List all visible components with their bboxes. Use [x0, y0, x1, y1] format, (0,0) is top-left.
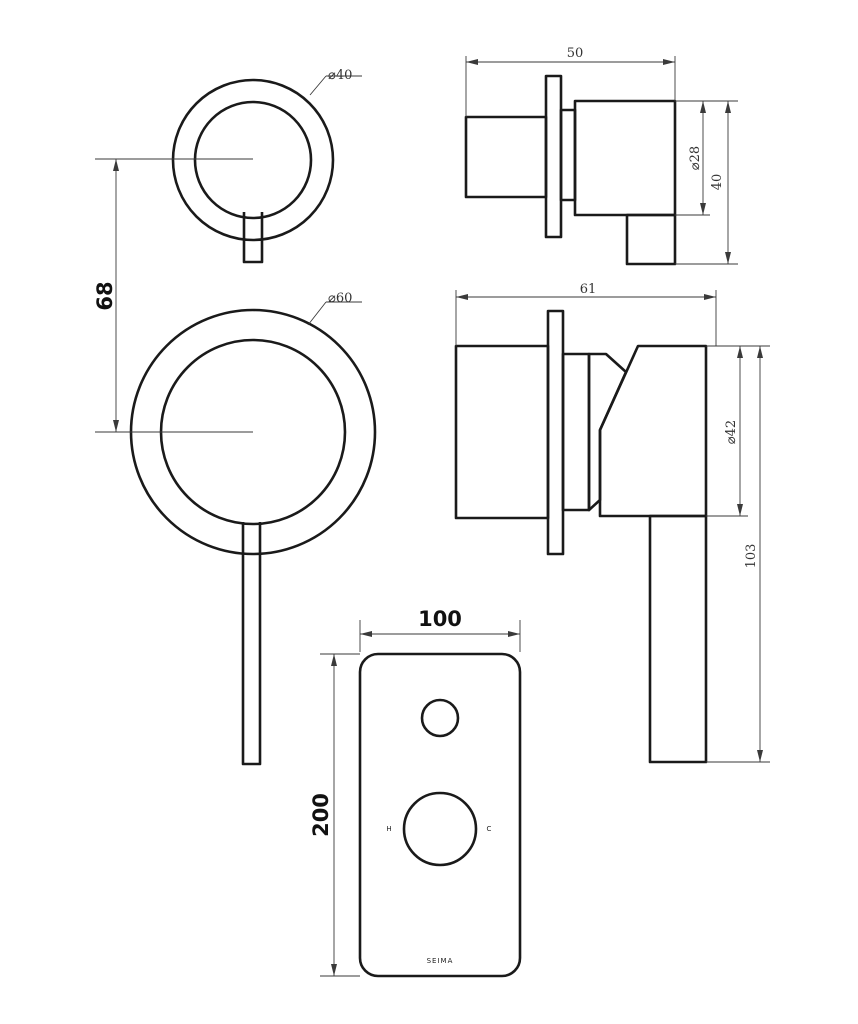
side-large-height-label: 103 [744, 544, 759, 569]
side-large-body [561, 352, 591, 512]
side-small-width-label: 50 [567, 46, 584, 61]
wall-plate [358, 652, 522, 978]
plate-height-label: 200 [309, 793, 333, 837]
side-large-back-block [454, 344, 550, 520]
side-small-width-dimension: 50 [465, 46, 676, 117]
side-small-flange [544, 74, 563, 239]
front-view-small-knob [171, 78, 335, 264]
diverter-button [420, 698, 460, 738]
plate-height-dimension: 200 [309, 653, 360, 977]
center-spacing-label: 68 [93, 281, 117, 310]
side-small-inner-dimension: ⌀28 [675, 100, 710, 216]
small-knob-outer-ring [171, 78, 335, 242]
cold-label: C [487, 825, 492, 833]
brand-logo: SEIMA [427, 957, 454, 965]
side-view-small [464, 74, 677, 266]
side-large-cone [587, 352, 628, 512]
side-large-flange [546, 309, 565, 556]
side-small-body [559, 108, 577, 202]
plate-width-label: 100 [418, 607, 462, 631]
side-large-height-dimension: 103 [706, 345, 770, 763]
small-diameter-label: ⌀40 [328, 68, 352, 83]
side-small-back-block [464, 115, 548, 199]
side-large-head [598, 344, 708, 518]
side-small-inner-label: ⌀28 [688, 146, 703, 170]
plate-front-view: H C SEIMA [358, 652, 522, 978]
side-large-handle [648, 514, 708, 764]
large-plate-lever [241, 522, 262, 766]
side-large-inner-dimension: ⌀42 [706, 345, 748, 517]
side-small-handle [625, 213, 677, 266]
side-small-height-label: 40 [710, 174, 725, 191]
small-knob-lever [242, 212, 264, 264]
side-large-width-label: 61 [580, 282, 597, 297]
large-diameter-leader: ⌀60 [307, 291, 362, 326]
large-diameter-label: ⌀60 [328, 291, 352, 306]
center-spacing-dimension: 68 [93, 158, 253, 433]
side-small-front-block [573, 99, 677, 217]
hot-label: H [386, 825, 391, 833]
front-view-large-plate [129, 308, 377, 766]
small-knob-inner-ring [193, 100, 313, 220]
side-view-large [454, 309, 708, 764]
side-small-height-dimension: 40 [675, 100, 738, 265]
side-large-width-dimension: 61 [455, 282, 717, 346]
plate-width-dimension: 100 [359, 607, 521, 652]
mixer-handle [402, 791, 478, 867]
small-diameter-leader: ⌀40 [309, 68, 362, 96]
side-large-inner-label: ⌀42 [724, 420, 739, 444]
